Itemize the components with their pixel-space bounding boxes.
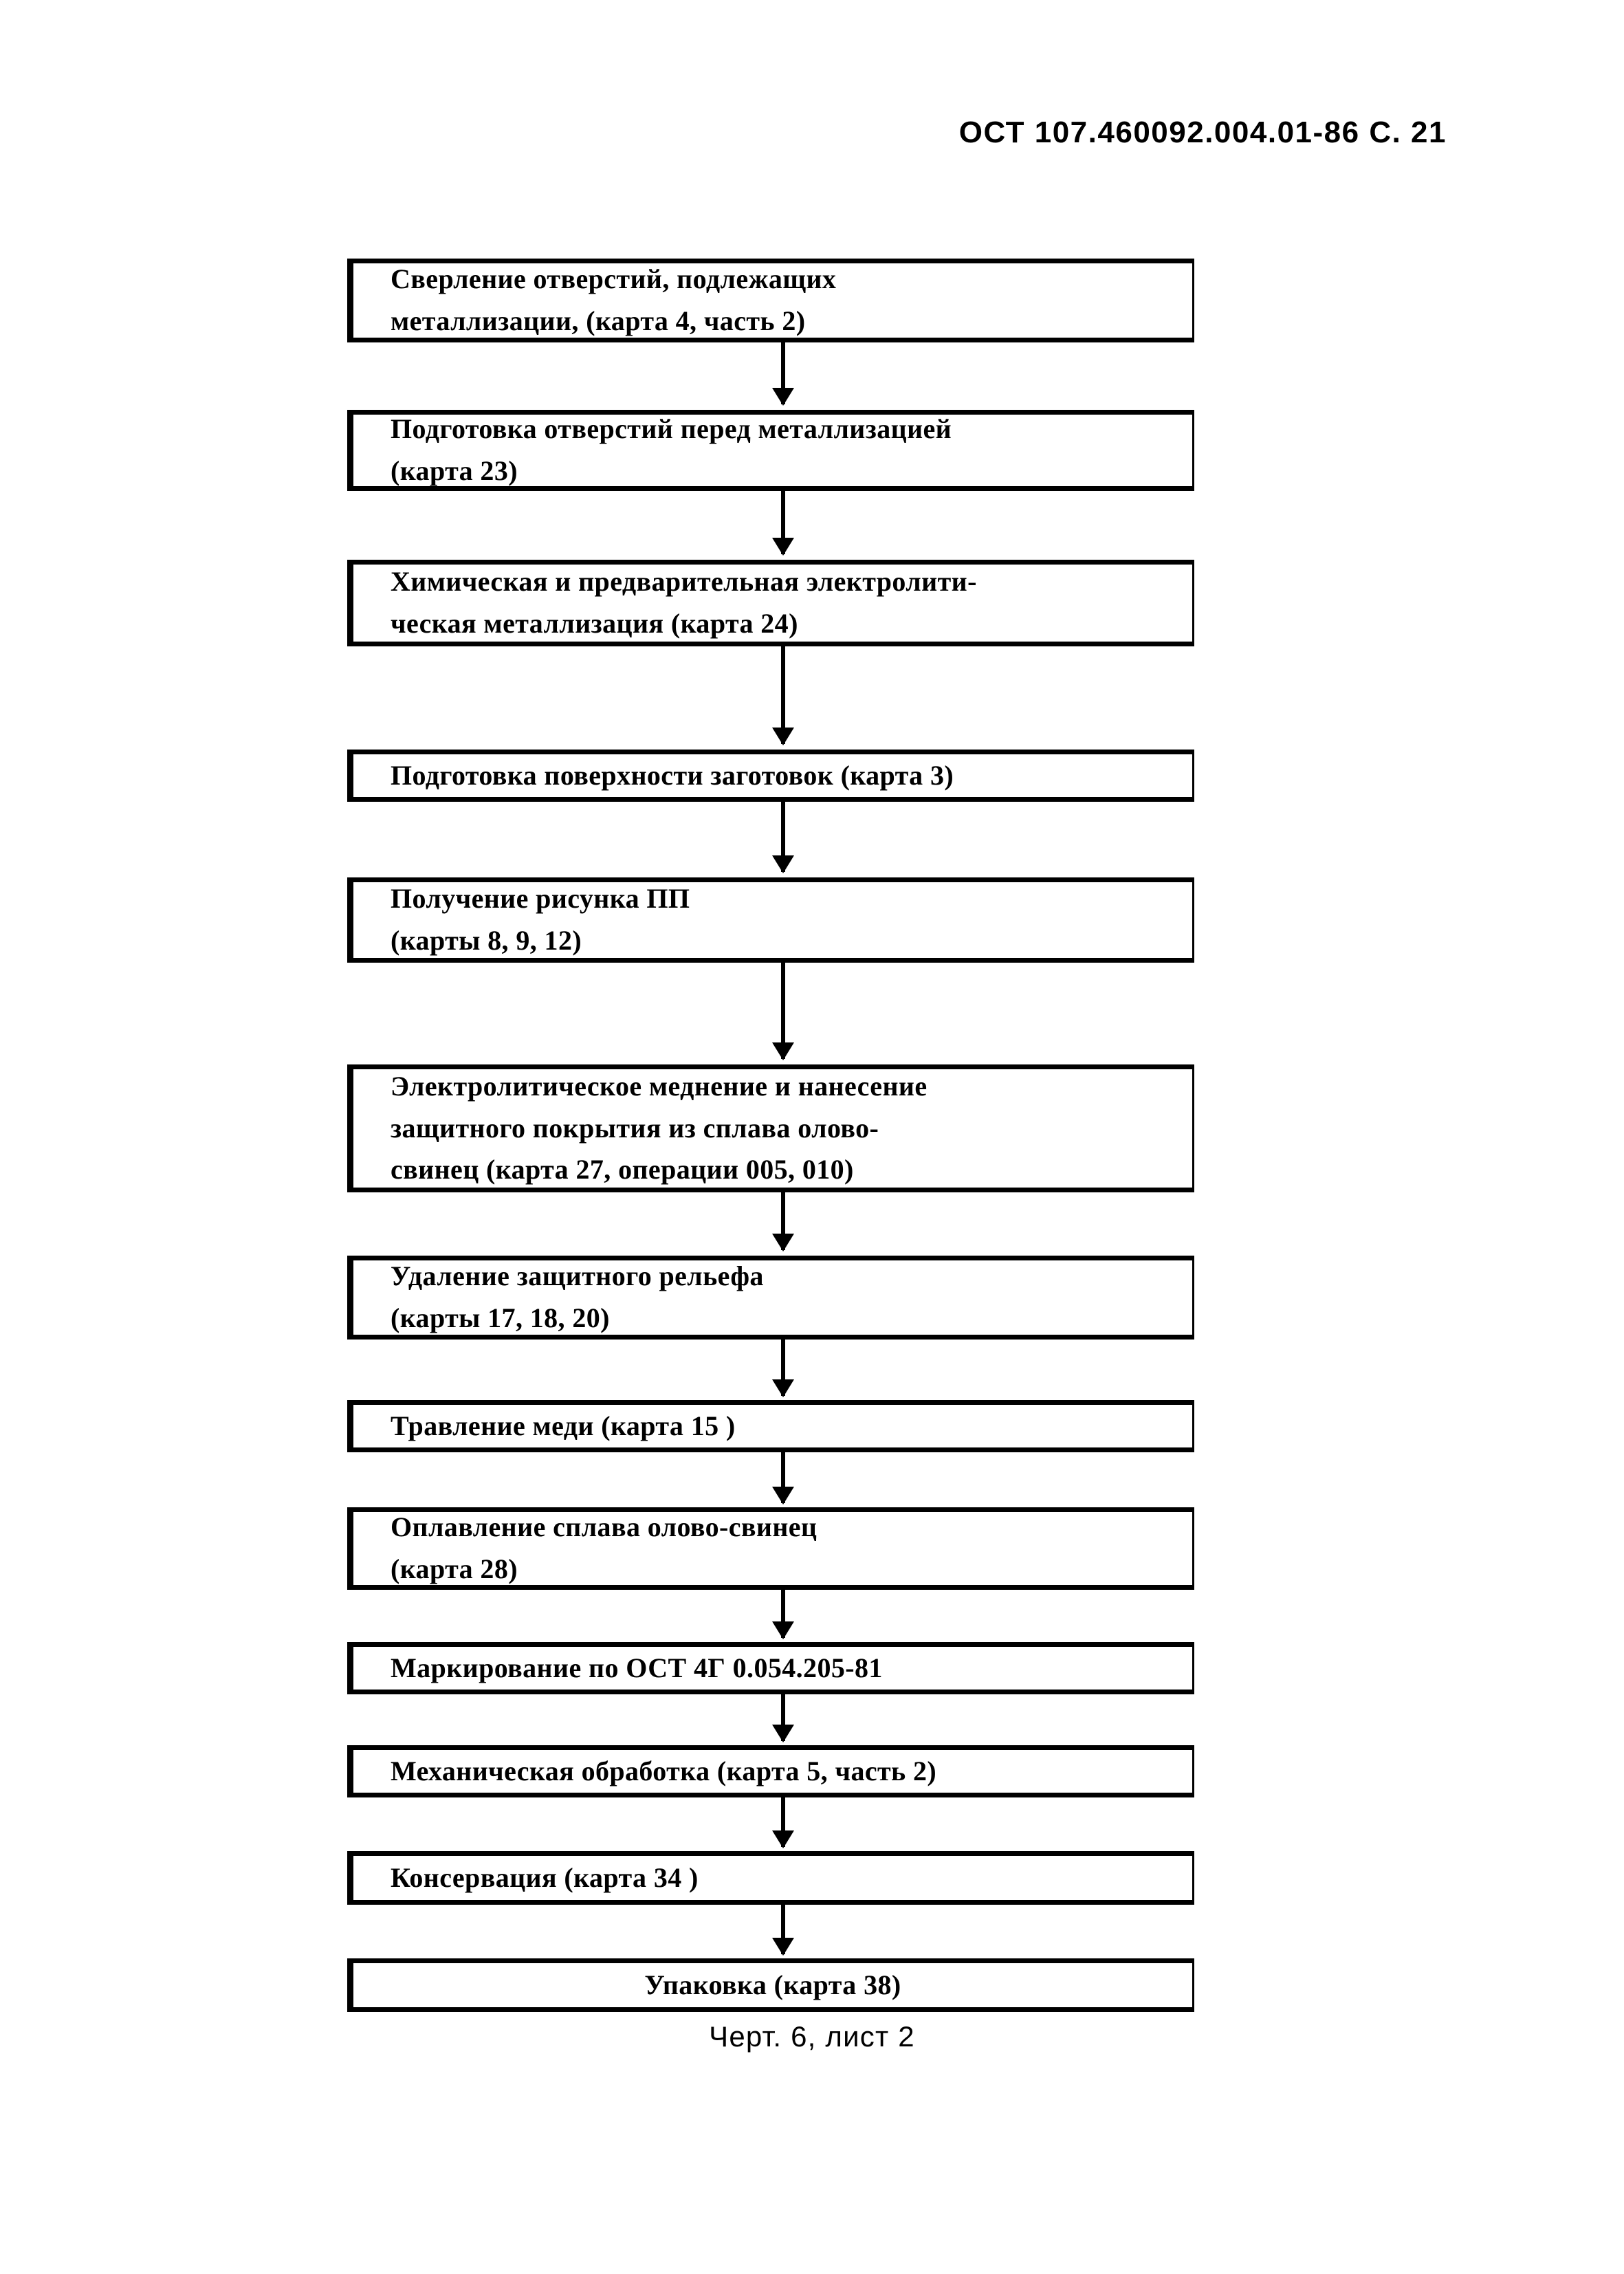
flow-node-line: Травление меди (карта 15 ) (391, 1410, 736, 1441)
flow-connector-arrow (772, 1192, 794, 1251)
flow-connector-arrow (772, 963, 794, 1060)
flow-node-line: Сверление отверстий, подлежащих (391, 263, 837, 295)
flow-node-line: ческая металлизация (карта 24) (391, 608, 798, 639)
flow-node-line: Химическая и предварительная электролити… (391, 566, 977, 598)
flow-node-line: Удаление защитного рельефа (391, 1260, 764, 1292)
flow-node-marking: Маркирование по ОСТ 4Г 0.054.205-81 (347, 1642, 1194, 1694)
flow-node-line: Маркирование по ОСТ 4Г 0.054.205-81 (391, 1652, 883, 1683)
flow-connector-arrow (772, 1905, 794, 1956)
flow-node-line: (карта 23) (391, 455, 518, 486)
flow-connector-arrow (772, 342, 794, 406)
flow-node-line: (карты 8, 9, 12) (391, 925, 582, 956)
document-header: ОСТ 107.460092.004.01-86 С. 21 (958, 116, 1447, 149)
flow-node-line: Получение рисунка ПП (391, 883, 690, 915)
flow-node-line: Электролитическое меднение и нанесение (391, 1070, 928, 1102)
flow-connector-arrow (772, 646, 794, 745)
flow-node-drilling: Сверление отверстий, подлежащих металлиз… (347, 259, 1194, 342)
flow-connector-arrow (772, 1340, 794, 1397)
flow-node-line: (карта 28) (391, 1553, 518, 1584)
flow-node-line: Упаковка (карта 38) (644, 1969, 901, 2000)
flow-node-line: (карты 17, 18, 20) (391, 1302, 610, 1333)
flow-node-reflow: Оплавление сплава олово-свинец (карта 28… (347, 1507, 1194, 1590)
flow-node-line: свинец (карта 27, операции 005, 010) (391, 1154, 854, 1185)
flow-connector-arrow (772, 1694, 794, 1742)
flow-node-line: Подготовка поверхности заготовок (карта … (391, 759, 954, 791)
flow-node-line: Механическая обработка (карта 5, часть 2… (391, 1755, 937, 1786)
flow-connector-arrow (772, 1452, 794, 1505)
flow-node-line: Подготовка отверстий перед металлизацией (391, 413, 952, 445)
flow-node-packaging: Упаковка (карта 38) (347, 1958, 1194, 2012)
flow-connector-arrow (772, 1590, 794, 1639)
flow-node-line: Консервация (карта 34 ) (391, 1861, 699, 1893)
flow-node-copper-etching: Травление меди (карта 15 ) (347, 1400, 1194, 1452)
flow-connector-arrow (772, 1797, 794, 1848)
flow-node-line: Оплавление сплава олово-свинец (391, 1511, 818, 1543)
flow-connector-arrow (772, 802, 794, 873)
figure-caption: Черт. 6, лист 2 (709, 2020, 915, 2053)
flow-node-pattern-forming: Получение рисунка ПП (карты 8, 9, 12) (347, 877, 1194, 963)
flow-node-resist-removal: Удаление защитного рельефа (карты 17, 18… (347, 1256, 1194, 1340)
flow-node-chemical-metallization: Химическая и предварительная электролити… (347, 560, 1194, 646)
flow-node-preservation: Консервация (карта 34 ) (347, 1851, 1194, 1905)
flow-node-line: защитного покрытия из сплава олово- (391, 1112, 879, 1144)
flow-node-electroplating: Электролитическое меднение и нанесение з… (347, 1064, 1194, 1192)
flow-node-machining: Механическая обработка (карта 5, часть 2… (347, 1745, 1194, 1797)
flow-node-surface-preparation: Подготовка поверхности заготовок (карта … (347, 750, 1194, 802)
flow-connector-arrow (772, 491, 794, 556)
flow-node-hole-preparation: Подготовка отверстий перед металлизацией… (347, 410, 1194, 491)
flow-node-line: металлизации, (карта 4, часть 2) (391, 305, 806, 336)
